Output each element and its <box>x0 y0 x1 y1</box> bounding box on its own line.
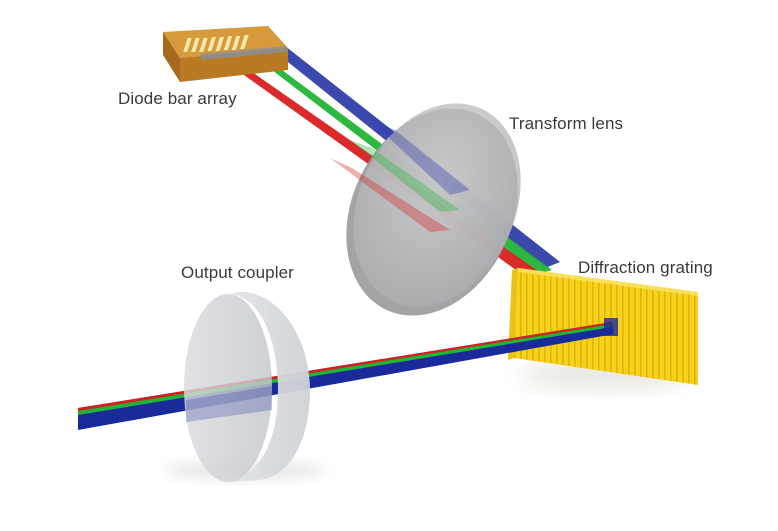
diode-side-face <box>163 32 180 82</box>
beams-through-lens <box>330 120 470 232</box>
coupler-face <box>184 294 272 482</box>
grating-side-edge <box>508 268 518 360</box>
beam-through-coupler <box>186 386 272 422</box>
label-diffraction-grating: Diffraction grating <box>578 258 713 277</box>
coupler-rim <box>226 291 310 482</box>
beam-spot <box>604 318 618 336</box>
label-output-coupler: Output coupler <box>181 263 294 282</box>
label-diode-bar-array: Diode bar array <box>118 89 237 108</box>
label-transform-lens: Transform lens <box>509 114 624 133</box>
output-coupler <box>184 291 310 482</box>
diode-emitter-strip <box>200 46 288 60</box>
diode-emitters <box>183 35 249 52</box>
diode-bar-array <box>163 26 288 82</box>
combined-beam-red-edge <box>78 322 612 411</box>
grating-top-edge <box>518 268 698 296</box>
transform-lens <box>346 103 521 316</box>
lens-face <box>353 103 521 307</box>
